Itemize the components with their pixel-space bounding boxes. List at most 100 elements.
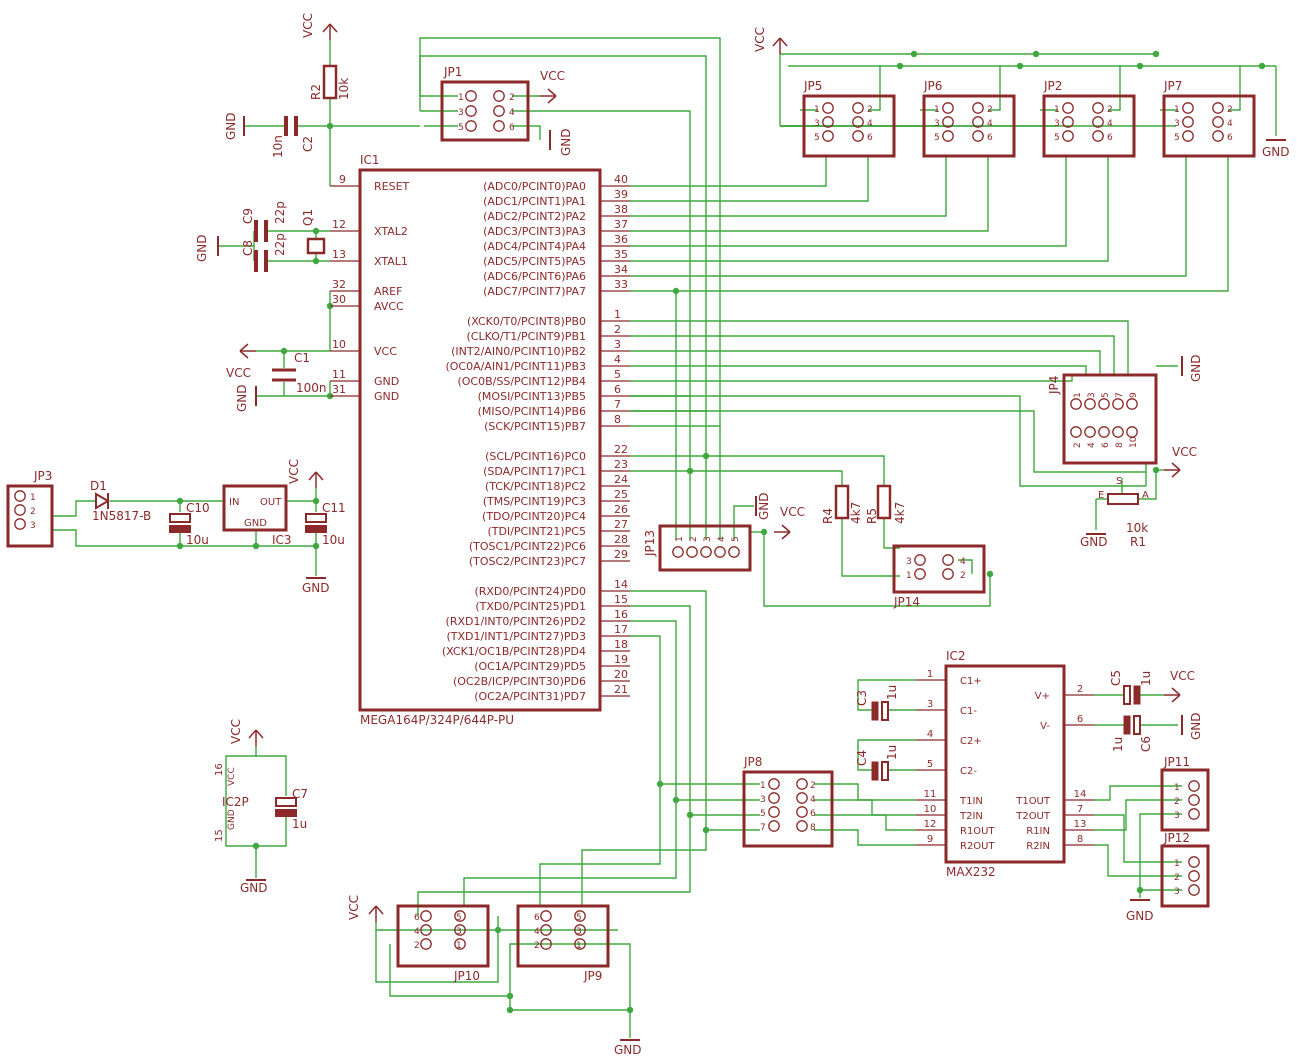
- junction-dot: [252, 842, 260, 850]
- r2-body: [322, 64, 338, 100]
- vcc-arrow-stroke: [322, 23, 331, 33]
- ic1-pin-label: (CLKO/T1/PCINT9)PB1: [467, 330, 586, 343]
- wire: [630, 156, 1187, 277]
- jp8-pin: [768, 778, 780, 790]
- jp13-body: [658, 524, 752, 572]
- jp10-pin: [454, 938, 466, 950]
- jp8-pin: [796, 820, 808, 832]
- jp10-pin-number: 4: [414, 927, 420, 937]
- c8-name: C8: [241, 240, 255, 256]
- ic1-pin-label: XTAL1: [374, 255, 408, 268]
- r1-value: 10k: [1126, 521, 1148, 535]
- ic1-body: [358, 168, 602, 712]
- jp3-pin: [14, 504, 26, 516]
- jp4-pin-number: 7: [1115, 392, 1125, 398]
- vcc-arrow-stroke: [547, 88, 557, 97]
- r4-value: 4k7: [849, 502, 863, 524]
- jp7-pin: [1182, 116, 1194, 128]
- ic1-pin-label: AVCC: [374, 300, 404, 313]
- ic1-pin-label: RESET: [374, 180, 410, 193]
- ic1-pin-label: (ADC4/PCINT4)PA4: [483, 240, 586, 253]
- q1-crystal-body: [306, 237, 326, 255]
- ic1-pin-label: (TXD0/PCINT25)PD1: [475, 600, 586, 613]
- ic2p-pin-top: 16: [214, 763, 225, 776]
- vcc-label: VCC: [301, 13, 315, 38]
- jp3-name: JP3: [33, 469, 52, 483]
- vcc-arrow-stroke: [772, 37, 781, 47]
- wire: [630, 156, 869, 202]
- jp6-pin-number: 1: [934, 105, 940, 115]
- wire: [581, 830, 707, 906]
- wire: [630, 156, 1229, 292]
- vcc-symbol: [368, 905, 384, 922]
- ic2-name: IC2: [946, 649, 966, 663]
- ic1-pin-number: 12: [332, 218, 346, 231]
- jp1-pin: [465, 105, 477, 117]
- r2-name: R2: [309, 84, 323, 100]
- wire: [630, 620, 760, 801]
- ic1-pin-number: 37: [614, 218, 628, 231]
- c7-plate: [275, 809, 297, 817]
- c10-value: 10u: [186, 533, 209, 547]
- jp2-name: JP2: [1043, 79, 1062, 93]
- vcc-label: VCC: [347, 895, 361, 920]
- jp4-pin: [1070, 398, 1082, 410]
- wire: [539, 784, 661, 906]
- jp9-pin: [540, 910, 552, 922]
- ic1-pin-label: (INT2/AIN0/PCINT10)PB2: [451, 345, 586, 358]
- vcc-label: VCC: [753, 27, 767, 52]
- wire: [52, 529, 316, 547]
- junction-dot: [910, 50, 918, 58]
- ic2-pin-label: C2-: [960, 766, 977, 777]
- wire: [857, 739, 916, 771]
- c6-plate: [1123, 715, 1131, 735]
- jp5-pin-number: 3: [814, 119, 820, 129]
- jp12-body: [1160, 844, 1210, 908]
- ic1-pin-number: 24: [614, 473, 628, 486]
- vcc-arrow-stroke: [1171, 694, 1181, 703]
- jp5-pin-number: 4: [867, 119, 873, 129]
- ic1-pin-label: (TOSC2/PCINT23)PC7: [469, 555, 586, 568]
- jp13-pin-number: 5: [731, 536, 741, 542]
- jp8-pin-number: 7: [760, 823, 766, 833]
- jp1-pin: [465, 120, 477, 132]
- junction-dot: [1016, 62, 1024, 70]
- wire: [630, 320, 1129, 375]
- vcc-label: VCC: [540, 69, 565, 83]
- jp13-pin: [686, 546, 698, 558]
- jp7-pin-number: 5: [1174, 133, 1180, 143]
- jp13-pin: [672, 546, 684, 558]
- ic2-pin-label: C1+: [960, 676, 982, 687]
- c11-value: 10u: [322, 533, 345, 547]
- vcc-arrow-stroke: [547, 95, 557, 104]
- ic2-pin-number: 12: [924, 819, 937, 830]
- r2-value: 10k: [337, 78, 351, 100]
- jp8-name: JP8: [743, 755, 762, 769]
- jp13-pin-number: 2: [689, 536, 699, 542]
- ic1-pin-label: (TCK/PCINT18)PC2: [485, 480, 586, 493]
- ic1-pin-number: 26: [614, 503, 628, 516]
- d1-diode: [95, 492, 110, 510]
- wires: [52, 37, 1277, 1038]
- ic2-pin-label: V+: [1035, 691, 1050, 702]
- jp5-pin: [822, 116, 834, 128]
- c8-value: 22p: [273, 233, 287, 256]
- c5-plate: [1133, 685, 1141, 705]
- junction-dot: [494, 926, 502, 934]
- ic1-pin-number: 23: [614, 458, 628, 471]
- vcc-arrow-stroke: [239, 350, 249, 359]
- jp5-body: [802, 94, 896, 158]
- jp5-pin: [822, 102, 834, 114]
- c4-name: C4: [855, 750, 869, 766]
- wire: [417, 815, 691, 916]
- wire: [630, 470, 843, 486]
- vcc-arrow-stroke: [779, 37, 788, 47]
- wire: [630, 156, 989, 232]
- jp1-pin-number: 2: [509, 93, 515, 103]
- jp8-pin: [768, 806, 780, 818]
- vcc-arrow-stroke: [1171, 469, 1181, 478]
- ic1-pin-label: (TOSC1/PCINT22)PC6: [469, 540, 586, 553]
- ic1-pin-number: 32: [332, 278, 346, 291]
- jp7-pin: [1212, 130, 1224, 142]
- jp9-pin-number: 1: [576, 941, 582, 951]
